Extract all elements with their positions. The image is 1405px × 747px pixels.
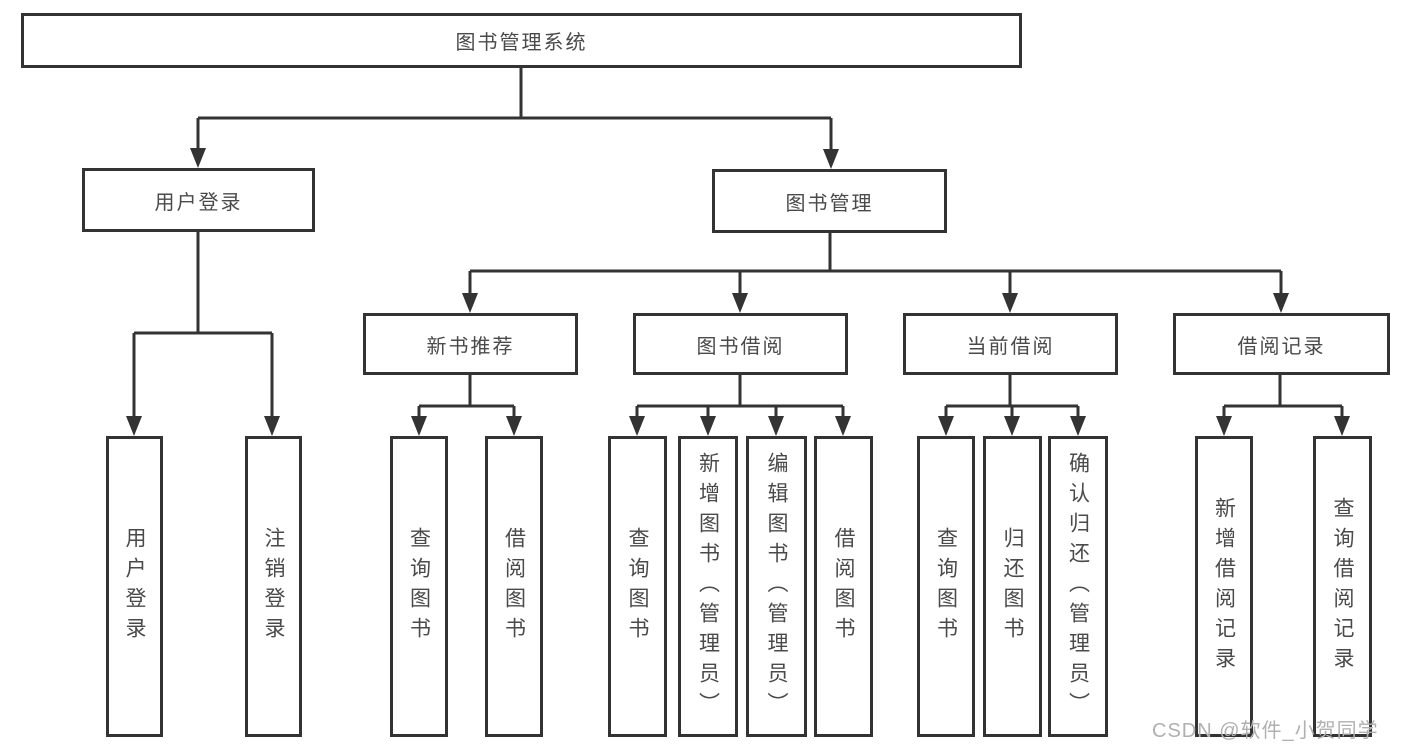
leaf-return-books-label: 归还图书: [1001, 526, 1024, 647]
node-borrow-records: 借阅记录: [1173, 313, 1390, 375]
leaf-add-borrow-record-label: 新增借阅记录: [1212, 496, 1236, 677]
leaf-confirm-return-admin-label: 确认归还（管理员）: [1066, 451, 1090, 722]
leaf-borrow-books-recommend: 借阅图书: [485, 436, 543, 737]
node-book-management: 图书管理: [712, 169, 947, 233]
leaf-confirm-return-admin: 确认归还（管理员）: [1048, 436, 1108, 737]
leaf-query-books-recommend-label: 查询图书: [407, 526, 431, 647]
csdn-watermark: CSDN @软件_小贺同学: [1152, 720, 1379, 742]
leaf-logout-label: 注销登录: [262, 526, 285, 647]
leaf-logout: 注销登录: [245, 436, 302, 737]
leaf-query-books-current: 查询图书: [917, 436, 975, 737]
leaf-query-books-recommend: 查询图书: [390, 436, 448, 737]
leaf-add-book-admin: 新增图书（管理员）: [678, 436, 738, 737]
tree-edges: [132, 68, 1344, 420]
leaf-add-borrow-record: 新增借阅记录: [1195, 436, 1253, 737]
node-book-borrow: 图书借阅: [633, 313, 848, 375]
leaf-user-login-label: 用户登录: [123, 526, 146, 647]
node-borrow-records-label: 借阅记录: [1237, 335, 1326, 358]
leaf-return-books: 归还图书: [983, 436, 1042, 737]
leaf-query-books-borrow: 查询图书: [608, 436, 667, 737]
leaf-borrow-books-recommend-label: 借阅图书: [502, 526, 526, 647]
leaf-query-borrow-record-label: 查询借阅记录: [1331, 496, 1354, 677]
node-user-login: 用户登录: [82, 168, 315, 232]
leaf-borrow-books-label: 借阅图书: [832, 526, 855, 647]
leaf-query-books-borrow-label: 查询图书: [626, 526, 649, 647]
node-new-book-recommend: 新书推荐: [363, 313, 578, 375]
node-root: 图书管理系统: [21, 13, 1022, 68]
leaf-query-books-current-label: 查询图书: [934, 526, 958, 647]
node-current-borrow: 当前借阅: [903, 313, 1118, 375]
node-current-borrow-label: 当前借阅: [966, 335, 1055, 358]
node-book-borrow-label: 图书借阅: [696, 335, 785, 358]
leaf-edit-book-admin-label: 编辑图书（管理员）: [765, 451, 788, 722]
node-user-login-label: 用户登录: [154, 191, 243, 214]
node-new-book-recommend-label: 新书推荐: [426, 335, 515, 358]
node-root-label: 图书管理系统: [455, 32, 588, 54]
leaf-user-login: 用户登录: [106, 436, 163, 737]
leaf-borrow-books: 借阅图书: [814, 436, 873, 737]
leaf-edit-book-admin: 编辑图书（管理员）: [746, 436, 807, 737]
leaf-add-book-admin-label: 新增图书（管理员）: [696, 451, 720, 722]
arrowheads: [126, 148, 1350, 436]
leaf-query-borrow-record: 查询借阅记录: [1313, 436, 1372, 737]
node-book-management-label: 图书管理: [785, 192, 874, 215]
